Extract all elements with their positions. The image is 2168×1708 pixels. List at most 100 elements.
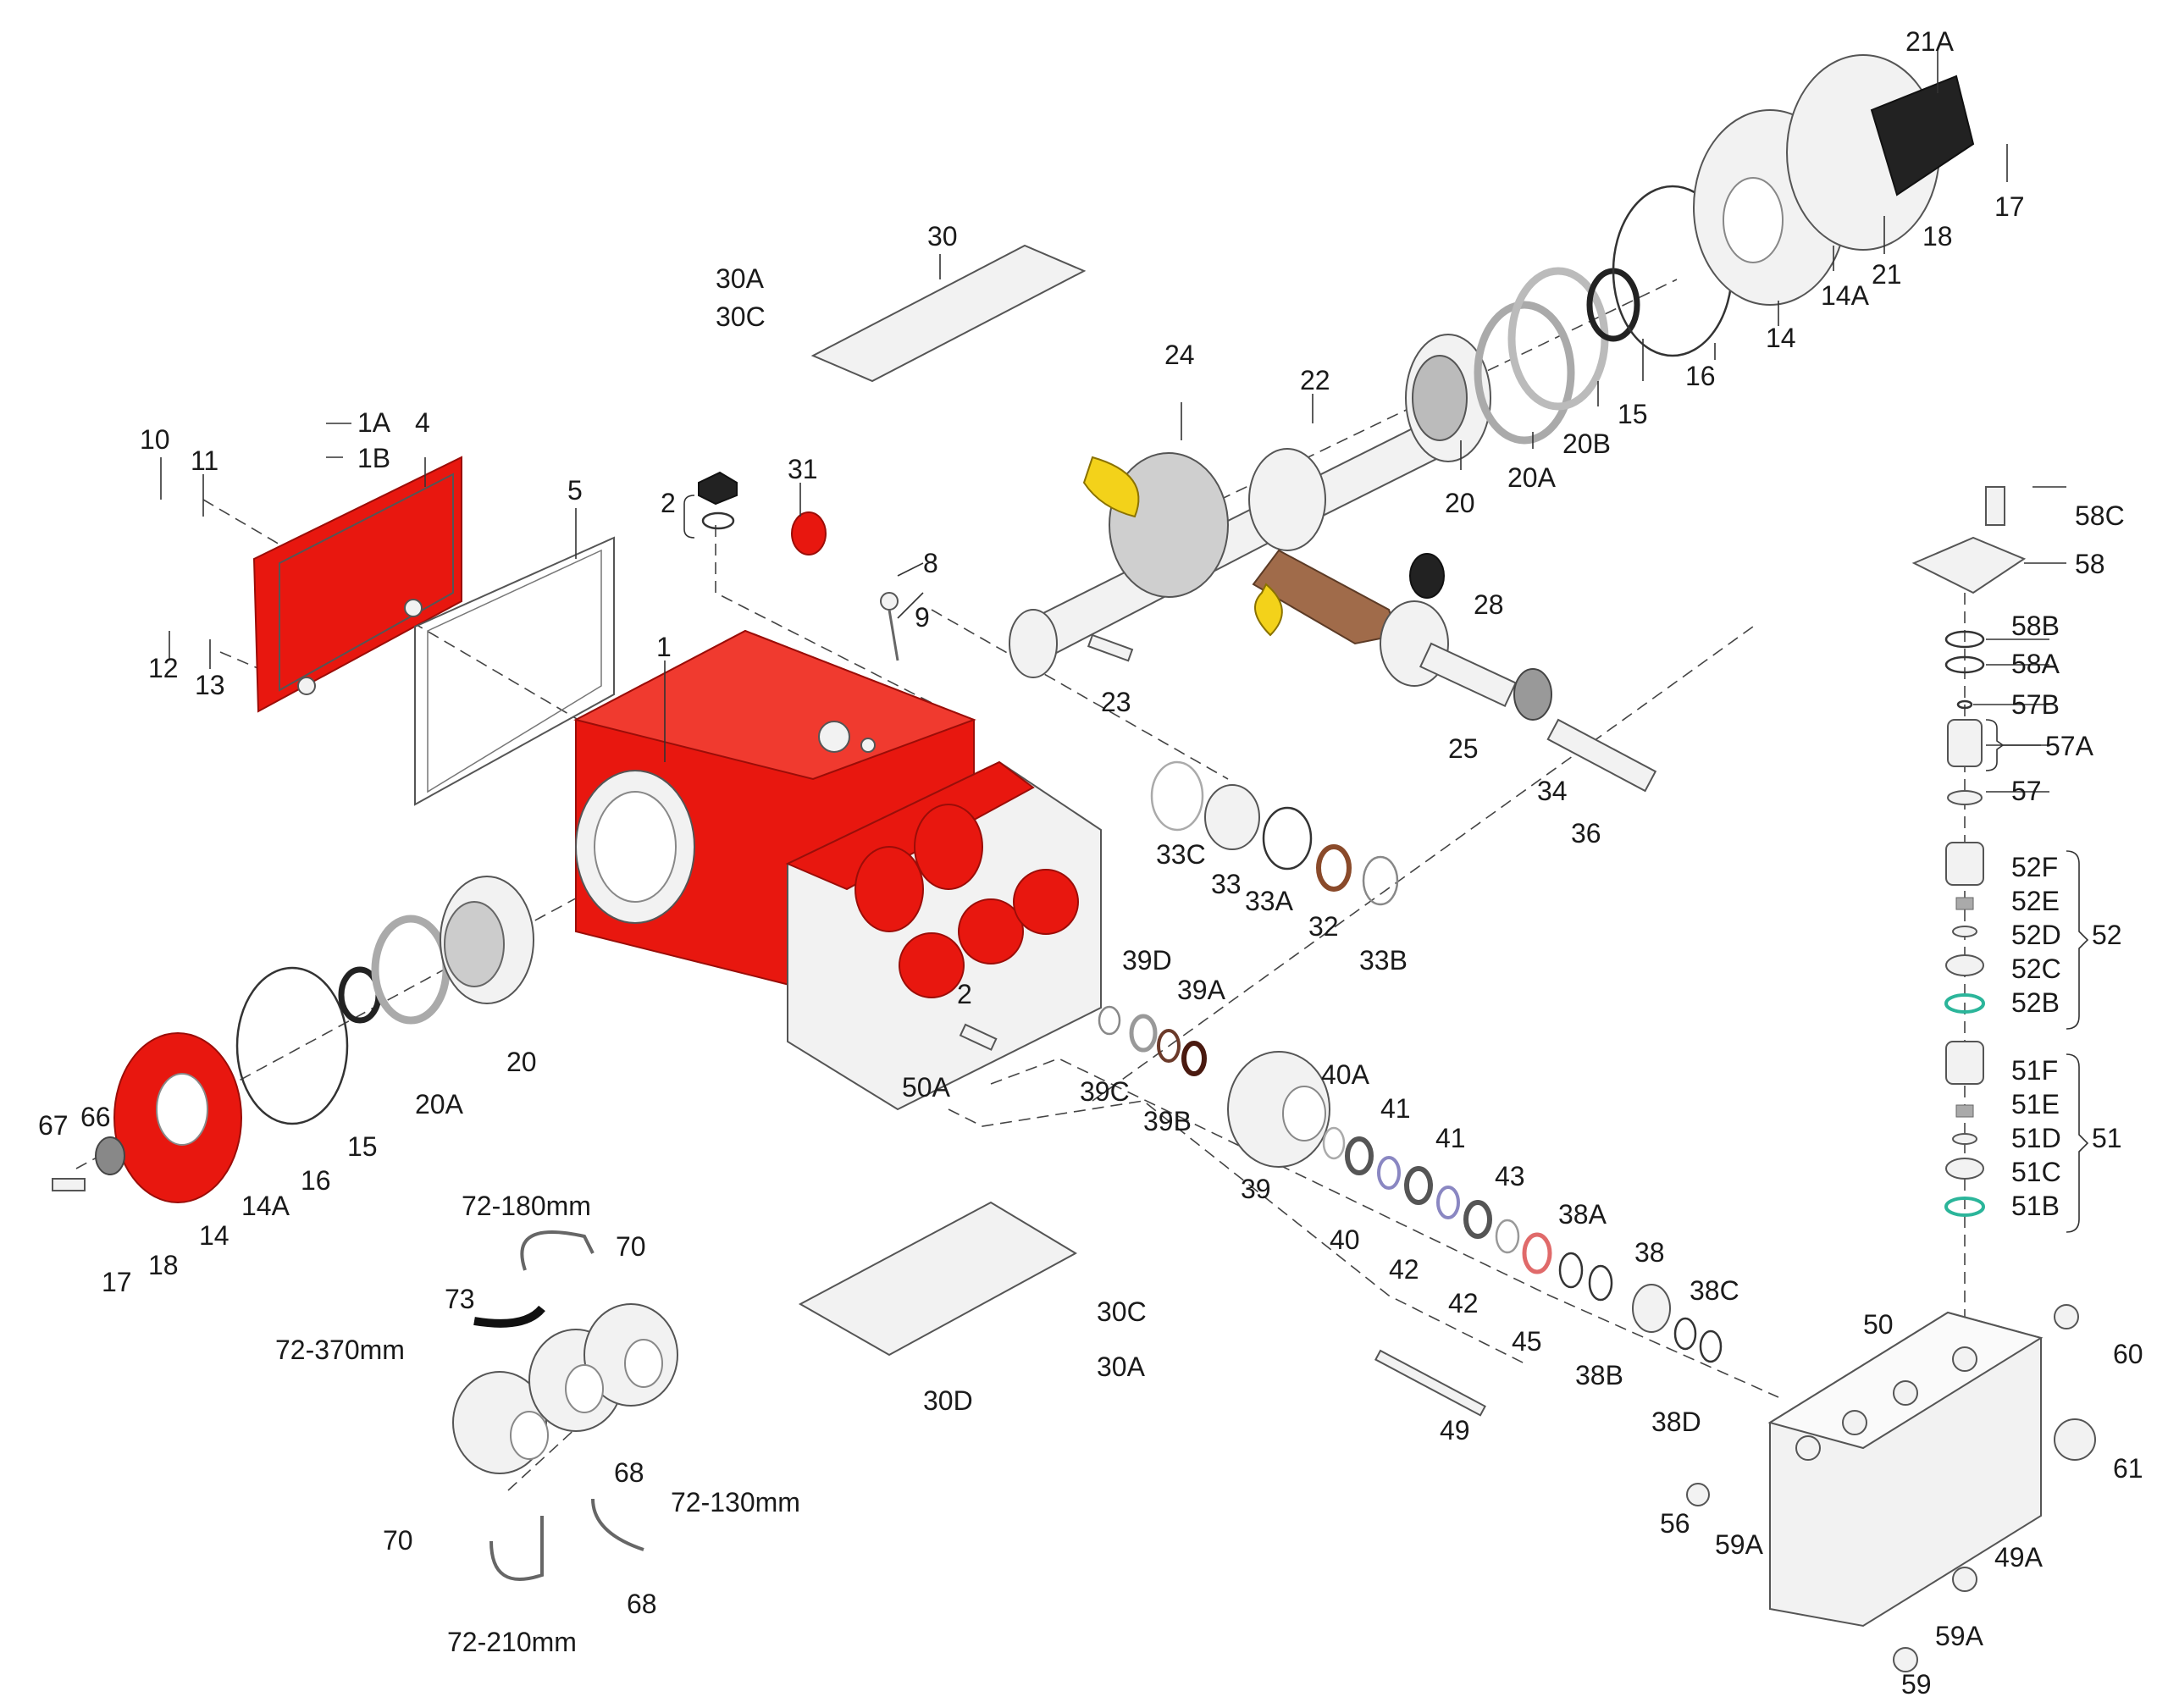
label-33: 33 xyxy=(1211,869,1242,899)
label-51E: 51E xyxy=(2011,1089,2060,1119)
label-38D: 38D xyxy=(1651,1407,1701,1437)
label-28: 28 xyxy=(1474,589,1504,620)
label-51B: 51B xyxy=(2011,1191,2060,1221)
label-1A: 1A xyxy=(357,407,391,438)
label-42: 42 xyxy=(1389,1254,1419,1285)
plug-60[interactable] xyxy=(2054,1304,2079,1329)
label-57B: 57B xyxy=(2011,689,2060,720)
plunger-25[interactable] xyxy=(1380,600,1518,708)
label-57: 57 xyxy=(2011,776,2042,806)
label-8: 8 xyxy=(923,548,938,578)
label-2: 2 xyxy=(661,488,676,518)
label-57A: 57A xyxy=(2045,731,2094,761)
left-bearing-cover[interactable] xyxy=(113,1032,242,1203)
plunger-36[interactable] xyxy=(1546,718,1657,793)
circlip-33B[interactable] xyxy=(1362,855,1399,906)
shim-20A[interactable] xyxy=(371,915,451,1025)
key-23[interactable] xyxy=(1087,633,1134,662)
pin-28[interactable] xyxy=(1409,553,1445,599)
label-51F: 51F xyxy=(2011,1055,2058,1086)
label-1B: 1B xyxy=(357,443,390,473)
label-70-b: 70 xyxy=(383,1525,413,1556)
label-39B: 39B xyxy=(1143,1106,1192,1136)
bearing-cover-14-right[interactable] xyxy=(1693,109,1847,306)
gasket[interactable] xyxy=(414,536,615,806)
label-11: 11 xyxy=(191,445,218,476)
callout-labels: 1 1A 1B 2 2 4 5 8 9 10 11 12 13 14 14A 1… xyxy=(38,26,2143,1700)
label-4: 4 xyxy=(415,407,430,438)
seal-32[interactable] xyxy=(1316,844,1352,892)
label-73: 73 xyxy=(445,1284,475,1314)
label-56: 56 xyxy=(1660,1508,1690,1539)
label-38B: 38B xyxy=(1575,1360,1623,1390)
label-14A-right: 14A xyxy=(1821,280,1870,311)
oil-manifold[interactable] xyxy=(452,1230,678,1581)
guard-21A[interactable] xyxy=(1870,75,1975,196)
label-68-b: 68 xyxy=(627,1589,657,1619)
sight-glass-66[interactable] xyxy=(95,1136,125,1175)
label-20B: 20B xyxy=(1562,428,1611,459)
label-52D: 52D xyxy=(2011,920,2061,950)
plate-30[interactable] xyxy=(810,244,1087,383)
o-ring-33A[interactable] xyxy=(1262,806,1313,871)
label-36: 36 xyxy=(1571,818,1601,848)
plug-49A[interactable] xyxy=(1952,1567,1977,1592)
plug-59[interactable] xyxy=(1893,1647,1918,1672)
valve-stack[interactable] xyxy=(1911,486,2027,1217)
label-72-180mm: 72-180mm xyxy=(462,1191,591,1221)
dipstick-8[interactable] xyxy=(880,592,899,661)
stud-49[interactable] xyxy=(1374,1349,1486,1417)
washer-34[interactable] xyxy=(1513,668,1552,721)
main-bearing-20[interactable] xyxy=(1405,334,1491,462)
label-15-right: 15 xyxy=(1618,399,1648,429)
label-23: 23 xyxy=(1101,687,1131,717)
label-39: 39 xyxy=(1241,1174,1271,1204)
label-31: 31 xyxy=(788,454,818,484)
label-14: 14 xyxy=(199,1220,230,1251)
label-5: 5 xyxy=(567,475,583,506)
label-20-right: 20 xyxy=(1445,488,1475,518)
shim-20A-right[interactable] xyxy=(1474,301,1575,445)
manifold-block[interactable] xyxy=(1767,1311,2044,1628)
label-38C: 38C xyxy=(1690,1275,1739,1306)
o-ring-16[interactable] xyxy=(235,966,349,1125)
label-30A-bottom: 30A xyxy=(1097,1351,1146,1382)
crankcase[interactable] xyxy=(573,629,1102,1111)
label-49A: 49A xyxy=(1994,1542,2044,1573)
crankshaft[interactable] xyxy=(1009,413,1458,678)
connecting-rod[interactable] xyxy=(1252,549,1399,645)
label-15: 15 xyxy=(347,1131,378,1162)
label-30C-bottom: 30C xyxy=(1097,1296,1147,1327)
label-66: 66 xyxy=(80,1102,111,1132)
label-68: 68 xyxy=(614,1457,644,1488)
label-45: 45 xyxy=(1512,1326,1542,1357)
ring-33C[interactable] xyxy=(1150,760,1204,832)
plate-30D[interactable] xyxy=(798,1201,1078,1357)
label-20A: 20A xyxy=(415,1089,464,1119)
label-52E: 52E xyxy=(2011,886,2060,916)
plug-61[interactable] xyxy=(2054,1418,2096,1461)
label-72-130mm: 72-130mm xyxy=(671,1487,800,1517)
label-59A-b: 59A xyxy=(1935,1621,1984,1651)
label-49: 49 xyxy=(1440,1415,1470,1445)
label-52B: 52B xyxy=(2011,987,2060,1018)
label-40A: 40A xyxy=(1321,1059,1370,1090)
label-58B: 58B xyxy=(2011,611,2060,641)
label-18: 18 xyxy=(148,1250,179,1280)
pin-50A[interactable] xyxy=(959,1023,998,1051)
label-50: 50 xyxy=(1863,1309,1894,1340)
label-21: 21 xyxy=(1872,259,1902,290)
label-38: 38 xyxy=(1634,1237,1665,1268)
plug-56[interactable] xyxy=(1686,1483,1710,1506)
label-25: 25 xyxy=(1448,733,1479,764)
packing-stack[interactable] xyxy=(1098,1005,1723,1363)
plug-2[interactable] xyxy=(698,471,738,530)
bearing-20[interactable] xyxy=(440,876,534,1004)
seal-housing-33[interactable] xyxy=(1204,784,1260,850)
bearing-cap-24[interactable] xyxy=(1082,456,1140,518)
label-17-right: 17 xyxy=(1994,191,2025,222)
bolt-67[interactable] xyxy=(52,1178,86,1191)
eye-bolt-31[interactable] xyxy=(791,511,827,556)
rear-cover[interactable] xyxy=(252,456,462,713)
